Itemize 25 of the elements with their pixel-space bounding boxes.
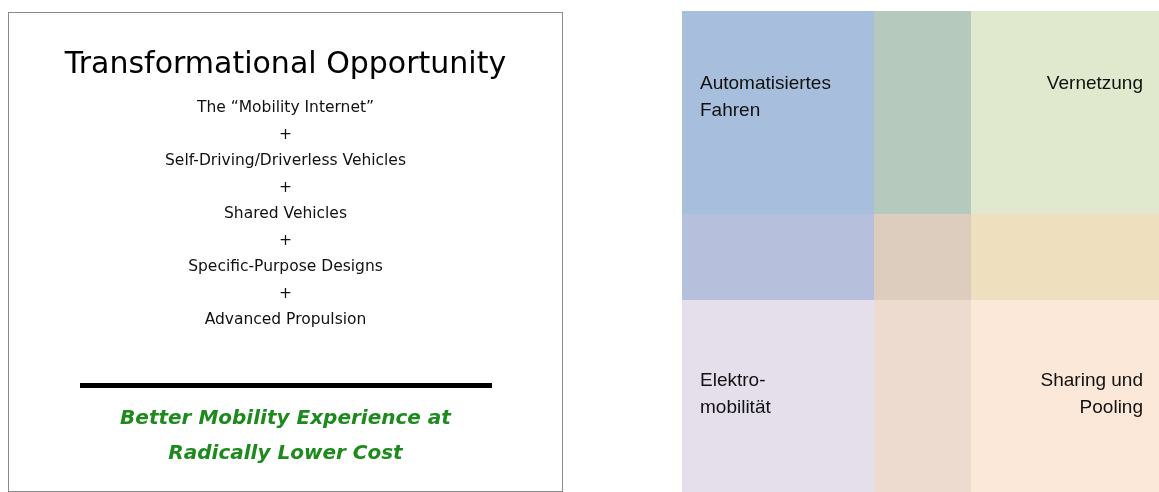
plus-sign: + <box>279 229 292 251</box>
list-item: Self-Driving/Driverless Vehicles <box>165 150 406 171</box>
plus-sign: + <box>279 282 292 304</box>
slide-panel <box>8 12 563 492</box>
topic-label: Automatisiertes Fahren <box>700 71 832 122</box>
list-item: Shared Vehicles <box>224 203 347 224</box>
topic-label: Elektro- mobilität <box>700 368 772 419</box>
overlap-cell <box>874 11 971 214</box>
list-item: Specific-Purpose Designs <box>188 256 383 277</box>
overlap-cell <box>874 214 971 300</box>
topic-label: Vernetzung <box>1046 71 1143 95</box>
plus-sign: + <box>279 176 292 198</box>
topic-cell <box>682 11 874 214</box>
slide-title: Transformational Opportunity <box>64 45 507 80</box>
overlap-cell <box>971 214 1159 300</box>
list-item: Advanced Propulsion <box>204 309 367 330</box>
overlap-cell <box>682 214 874 300</box>
topic-label: Sharing und Pooling <box>1039 368 1143 419</box>
topic-cell <box>971 11 1159 214</box>
topic-cell <box>971 300 1159 492</box>
conclusion-text: Better Mobility Experience at Radically Lower Cost <box>119 403 453 466</box>
list-item: The “Mobility Internet” <box>196 97 375 118</box>
plus-sign: + <box>279 123 292 145</box>
topic-cell <box>682 300 874 492</box>
overlap-cell <box>874 300 971 492</box>
